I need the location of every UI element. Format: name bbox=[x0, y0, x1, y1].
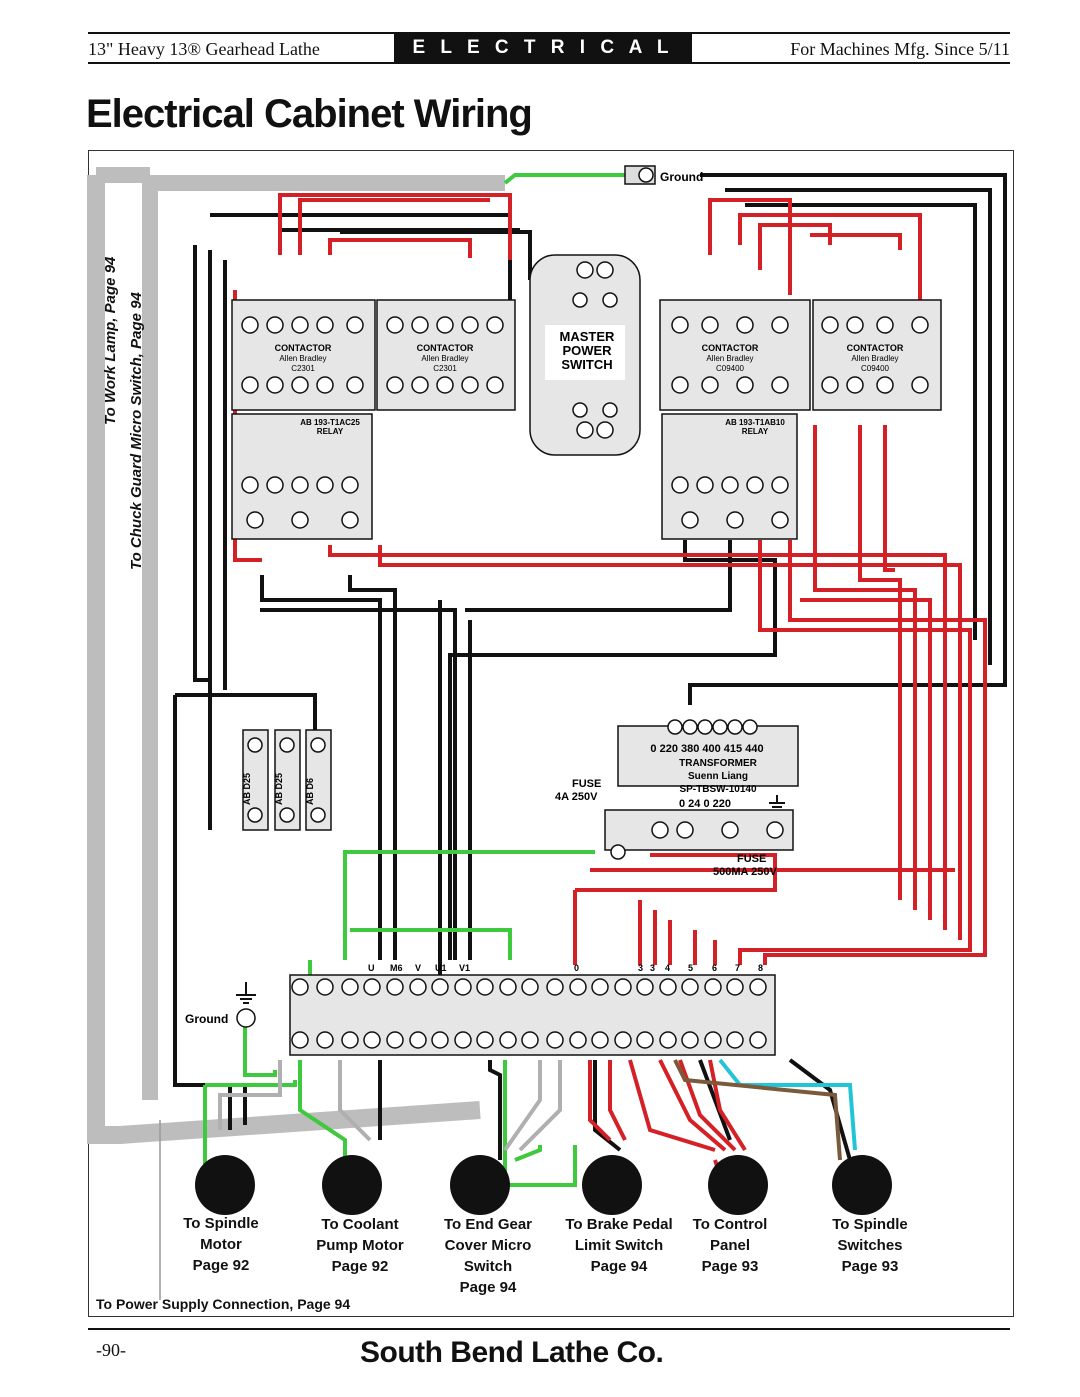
breaker-1-label: AB D25 bbox=[242, 773, 252, 805]
grommet-control-panel bbox=[708, 1155, 768, 1215]
terminal-label-top: U1 bbox=[435, 963, 447, 973]
transformer-base bbox=[604, 809, 794, 851]
destination-brake-pedal: To Brake Pedal Limit Switch Page 94 bbox=[565, 1216, 673, 1275]
terminal-label-top: 6 bbox=[712, 963, 717, 973]
contactor-2-model: C2301 bbox=[433, 364, 457, 373]
relay-2-name: RELAY bbox=[742, 427, 769, 436]
destination-coolant-pump: To Coolant Pump Motor Page 92 bbox=[316, 1216, 404, 1275]
relay-1-name: RELAY bbox=[317, 427, 344, 436]
ground-wire-top bbox=[503, 173, 630, 185]
contactor-4-brand: Allen Bradley bbox=[851, 354, 898, 363]
terminal-label-top: U bbox=[368, 963, 375, 973]
transformer-name: TRANSFORMER bbox=[679, 758, 758, 769]
chuck-guard-label: To Chuck Guard Micro Switch, Page 94 bbox=[128, 292, 145, 570]
terminal-label-top: V bbox=[415, 963, 421, 973]
master-switch-line-1: MASTER bbox=[560, 329, 616, 344]
page-header: 13" Heavy 13® Gearhead Lathe E L E C T R… bbox=[88, 32, 1010, 64]
header-section: E L E C T R I C A L bbox=[394, 34, 692, 62]
fuse-left-rating: 4A 250V bbox=[555, 791, 598, 803]
contactor-4-model: C09400 bbox=[861, 364, 890, 373]
terminal-label-top: 7 bbox=[735, 963, 740, 973]
destination-end-gear-switch: To End Gear Cover Micro Switch Page 94 bbox=[443, 1216, 533, 1296]
header-machine: 13" Heavy 13® Gearhead Lathe bbox=[88, 39, 320, 59]
contactor-3-brand: Allen Bradley bbox=[706, 354, 753, 363]
grommet-coolant-pump bbox=[322, 1155, 382, 1215]
ground-symbol-transformer bbox=[769, 795, 785, 808]
contactor-3-name: CONTACTOR bbox=[702, 343, 759, 353]
brown-wire bbox=[673, 1059, 842, 1161]
transformer-box bbox=[617, 725, 799, 787]
destination-spindle-switches: To Spindle Switches Page 93 bbox=[832, 1216, 908, 1275]
page-title: Electrical Cabinet Wiring bbox=[86, 92, 533, 136]
terminal-label-top: 5 bbox=[688, 963, 693, 973]
terminal-label-top: 3 bbox=[650, 963, 655, 973]
fuse-left-label: FUSE bbox=[572, 778, 601, 790]
fuse-right-label: FUSE bbox=[737, 853, 766, 865]
master-switch-line-3: SWITCH bbox=[561, 357, 612, 372]
power-supply-label: To Power Supply Connection, Page 94 bbox=[96, 1296, 351, 1312]
transformer-model: SP-TBSW-10140 bbox=[679, 784, 756, 795]
page-number: -90- bbox=[96, 1340, 126, 1360]
ground-label-top: Ground bbox=[660, 170, 703, 184]
breaker-3-label: AB D6 bbox=[305, 778, 315, 805]
destination-control-panel: To Control Panel Page 93 bbox=[692, 1216, 768, 1275]
contactor-1-name: CONTACTOR bbox=[275, 343, 332, 353]
ground-lug-top bbox=[624, 165, 656, 185]
contactor-1-model: C2301 bbox=[291, 364, 315, 373]
terminal-label-top: M6 bbox=[390, 963, 403, 973]
breaker-2-label: AB D25 bbox=[274, 773, 284, 805]
header-machines-since: For Machines Mfg. Since 5/11 bbox=[790, 39, 1010, 59]
contactor-2-name: CONTACTOR bbox=[417, 343, 474, 353]
grommet-spindle-switches bbox=[832, 1155, 892, 1215]
terminal-label-top: 3 bbox=[638, 963, 643, 973]
ground-symbol-left bbox=[236, 982, 256, 1004]
grommet-spindle-motor bbox=[195, 1155, 255, 1215]
master-switch-line-2: POWER bbox=[562, 343, 612, 358]
brand-logo: South Bend Lathe Co. bbox=[360, 1336, 664, 1369]
terminal-label-top: 4 bbox=[665, 963, 670, 973]
relay-1-model: AB 193-T1AC25 bbox=[300, 418, 360, 427]
conduit-left bbox=[87, 175, 481, 1144]
destination-spindle-motor: To Spindle Motor Page 92 bbox=[183, 1215, 259, 1274]
terminal-label-top: V1 bbox=[459, 963, 470, 973]
cyan-wire bbox=[718, 1058, 857, 1151]
relay-2-model: AB 193-T1AB10 bbox=[725, 418, 785, 427]
ground-label-left: Ground bbox=[185, 1012, 228, 1026]
contactor-4-name: CONTACTOR bbox=[847, 343, 904, 353]
transformer-outputs: 0 24 0 220 bbox=[679, 798, 731, 810]
transformer-taps: 0 220 380 400 415 440 bbox=[650, 743, 763, 755]
work-lamp-label: To Work Lamp, Page 94 bbox=[102, 256, 119, 425]
grommet-end-gear bbox=[450, 1155, 510, 1215]
contactor-3-model: C09400 bbox=[716, 364, 745, 373]
grommet-brake-pedal bbox=[582, 1155, 642, 1215]
contactor-2-brand: Allen Bradley bbox=[421, 354, 468, 363]
terminal-label-top: 8 bbox=[758, 963, 763, 973]
terminal-label-top: 0 bbox=[574, 963, 579, 973]
footer-rule bbox=[88, 1328, 1010, 1330]
fuse-right-rating: 500MA 250V bbox=[713, 866, 777, 878]
contactor-1-brand: Allen Bradley bbox=[279, 354, 326, 363]
terminal-labels-top: U M6 V U1 V1 0 3 3 4 5 6 7 8 bbox=[368, 963, 763, 973]
transformer-brand: Suenn Liang bbox=[688, 771, 748, 782]
